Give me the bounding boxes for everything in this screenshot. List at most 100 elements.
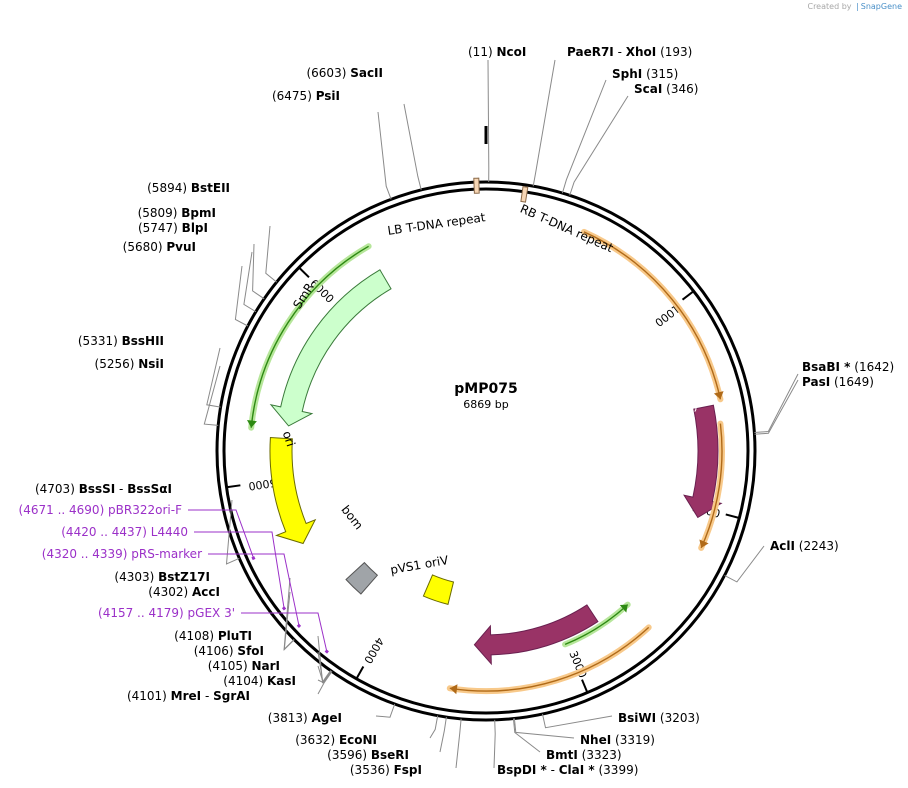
enzyme-leader-bseri — [439, 717, 447, 753]
enzyme-leader-bmti — [512, 718, 541, 753]
enzyme-label-psii: (6475) PsiI — [272, 89, 340, 103]
backbone-outer-circle — [215, 180, 757, 722]
enzyme-label-blpi: (5747) BlpI — [138, 221, 208, 235]
feature-label-lb: LB T-DNA repeat — [387, 210, 487, 238]
enzyme-label-nsii: (5256) NsiI — [95, 357, 164, 371]
enzyme-leader-bsteii — [265, 225, 278, 283]
enzyme-leader-bstz17i — [283, 577, 295, 651]
rb-repeat-block — [520, 186, 529, 203]
tick-mark — [681, 290, 695, 301]
tick-mark — [581, 679, 589, 693]
primer-label-pbr322: (4671 .. 4690) pBR322ori-F — [19, 503, 183, 517]
enzyme-label-agei: (3813) AgeI — [268, 711, 342, 725]
primer-leader-pbr322 — [188, 509, 254, 559]
enzyme-leader-sphi — [561, 79, 607, 194]
enzyme-leader-bsabi — [754, 373, 799, 433]
enzyme-leader-pluti — [317, 635, 332, 684]
bom-block — [345, 561, 379, 595]
enzyme-leader-bsshii — [206, 347, 221, 408]
enzyme-label-fspi: (3536) FspI — [350, 763, 422, 777]
enzyme-label-pvui: (5680) PvuI — [123, 240, 196, 254]
enzyme-leader-paer7i — [532, 59, 556, 187]
enzyme-label-nhei: NheI (3319) — [580, 733, 655, 747]
feature-label-oriv: pVS1 oriV — [389, 553, 450, 577]
primer-leader-l4440 — [194, 531, 285, 609]
orange-arc-1 — [583, 231, 722, 400]
enzyme-leader-nsii — [203, 365, 221, 426]
enzyme-label-kasi: (4104) KasI — [223, 674, 296, 688]
enzyme-leader-sacii — [403, 103, 422, 191]
orange-arc-2 — [700, 423, 723, 549]
feature-label-bom: bom — [338, 503, 365, 533]
tick-group: 100020003000400050006000 — [226, 266, 740, 693]
orange-arc-1-head — [713, 391, 724, 400]
enzyme-leader-fspi — [455, 718, 462, 769]
ori-arrow — [269, 436, 317, 545]
oriv-block — [422, 574, 455, 606]
enzyme-leader-pvui — [234, 265, 249, 327]
enzyme-leader-pasi — [754, 379, 799, 435]
orange-arc-2-head — [699, 539, 709, 548]
snapgene-logo-icon: ❘ — [854, 2, 861, 11]
orange-arc-1-halo — [581, 228, 724, 403]
enzyme-leader-agei — [375, 703, 396, 718]
enzyme-label-nari: (4105) NarI — [208, 659, 280, 673]
enzyme-leader-blpi — [243, 251, 257, 313]
lb-repeat-block — [473, 177, 480, 194]
enzyme-leader-scai — [569, 95, 629, 196]
credit-prefix: Created by — [807, 2, 852, 11]
tick-mark — [725, 513, 740, 519]
enzyme-label-acci: (4302) AccI — [148, 585, 220, 599]
primer-mark-pgex — [324, 649, 329, 654]
enzyme-label-sfoi: (4106) SfoI — [194, 644, 264, 658]
feature-group — [247, 177, 725, 695]
smr-arrow — [269, 269, 392, 427]
enzyme-leader-bsssi — [225, 499, 240, 565]
primer-label-prs: (4320 .. 4339) pRS-marker — [42, 547, 202, 561]
repa-arrow — [473, 604, 599, 666]
backbone-inner-circle — [222, 187, 750, 715]
feature-label-ori: ori — [280, 429, 298, 448]
enzyme-leader-mrei — [317, 671, 333, 695]
enzyme-label-econi: (3632) EcoNI — [295, 733, 377, 747]
primer-group: (4671 .. 4690) pBR322ori-F (4420 .. 4437)… — [19, 503, 329, 654]
enzyme-label-ncoi: (11) NcoI — [468, 45, 526, 59]
primer-label-pgex: (4157 .. 4179) pGEX 3' — [98, 606, 235, 620]
primer-label-l4440: (4420 .. 4437) L4440 — [61, 525, 188, 539]
enzyme-label-acli: AclI (2243) — [770, 539, 839, 553]
primer-leader-prs — [208, 553, 300, 626]
enzyme-label-bsabi: BsaBI * (1642) — [802, 360, 894, 374]
staa-arrow — [683, 404, 723, 519]
enzyme-label-bpmi: (5809) BpmI — [138, 206, 216, 220]
enzyme-leader-econi — [429, 715, 439, 739]
enzyme-leader-ncoi — [487, 59, 490, 183]
enzyme-label-bmti: BmtI (3323) — [546, 748, 622, 762]
enzyme-label-bspdi: BspDI * - ClaI * (3399) — [497, 763, 638, 777]
orange-arc-3-head — [449, 684, 458, 695]
enzyme-label-bsiwi: BsiWI (3203) — [618, 711, 700, 725]
enzyme-label-bsteii: (5894) BstEII — [147, 181, 230, 195]
enzyme-line-group — [203, 59, 799, 769]
enzyme-label-pluti: (4108) PluTI — [174, 629, 252, 643]
primer-leader-pgex — [241, 612, 328, 652]
green-arc-2-head — [619, 604, 628, 613]
enzyme-leader-nhei — [513, 718, 575, 739]
green-arc-1-head — [247, 420, 257, 428]
plasmid-length: 6869 bp — [463, 398, 508, 411]
enzyme-leader-psii — [377, 111, 392, 200]
enzyme-leader-bsiwi — [542, 713, 613, 729]
tick-label: 5000 — [248, 476, 278, 493]
tick-label: 4000 — [361, 635, 386, 666]
enzyme-label-sphi: SphI (315) — [612, 67, 678, 81]
enzyme-label-bseri: (3596) BseRI — [327, 748, 409, 762]
tick-mark — [226, 484, 241, 489]
enzyme-label-sacii: (6603) SacII — [306, 66, 383, 80]
enzyme-label-mrei: (4101) MreI - SgrAI — [127, 689, 250, 703]
enzyme-label-scai: ScaI (346) — [634, 82, 698, 96]
enzyme-leader-acli — [724, 545, 765, 583]
enzyme-label-bsssi: (4703) BssSI - BssSαI — [35, 482, 172, 496]
credit: Created by ❘SnapGene — [807, 2, 902, 11]
feature-label-rb: RB T-DNA repeat — [518, 202, 616, 256]
